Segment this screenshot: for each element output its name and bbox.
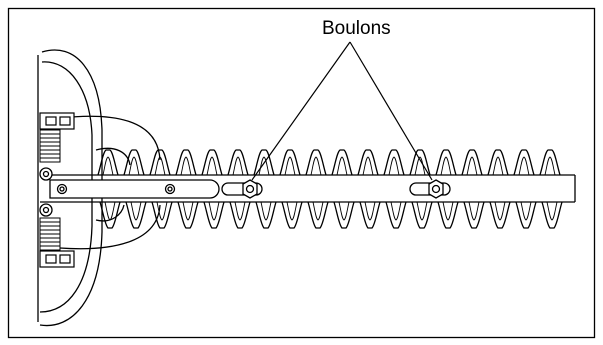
upper-tooth-inner [362, 156, 374, 176]
lower-tooth-inner [494, 201, 506, 221]
lower-blade-teeth [99, 201, 563, 229]
guide-rail [39, 167, 220, 217]
upper-tooth [149, 149, 171, 176]
lower-tooth [385, 201, 407, 229]
lower-tooth-inner [234, 201, 246, 221]
upper-tooth [201, 149, 223, 176]
upper-tooth [331, 149, 353, 176]
lower-tooth [229, 201, 251, 229]
lower-tooth [255, 201, 277, 229]
upper-tooth [435, 149, 457, 176]
lower-tooth-inner [338, 201, 350, 221]
lower-tooth [333, 201, 355, 229]
lower-tooth [125, 201, 147, 229]
upper-tooth-inner [102, 156, 114, 176]
lower-tooth [463, 201, 485, 229]
upper-tooth [539, 149, 561, 176]
lower-tooth-inner [312, 201, 324, 221]
upper-tooth-inner [180, 156, 192, 176]
upper-tooth-inner [466, 156, 478, 176]
lower-tooth-inner [260, 201, 272, 221]
upper-tooth [175, 149, 197, 176]
upper-blade-teeth [97, 149, 561, 176]
lower-tooth [177, 201, 199, 229]
lower-tooth-inner [364, 201, 376, 221]
callout-lines [251, 41, 433, 181]
upper-tooth-inner [206, 156, 218, 176]
upper-tooth-inner [232, 156, 244, 176]
upper-tooth [487, 149, 509, 176]
upper-tooth [409, 149, 431, 176]
upper-tooth [461, 149, 483, 176]
upper-tooth-inner [310, 156, 322, 176]
upper-tooth-inner [414, 156, 426, 176]
upper-tooth-inner [336, 156, 348, 176]
lower-tooth-inner [416, 201, 428, 221]
upper-tooth [253, 149, 275, 176]
upper-tooth-inner [154, 156, 166, 176]
lower-tooth-inner [468, 201, 480, 221]
figure-frame [7, 7, 596, 339]
upper-tooth [279, 149, 301, 176]
lower-tooth [359, 201, 381, 229]
upper-tooth-inner [128, 156, 140, 176]
lower-tooth-inner [442, 201, 454, 221]
lower-tooth [489, 201, 511, 229]
lower-tooth [99, 201, 121, 229]
upper-tooth-inner [544, 156, 556, 176]
lower-tooth [203, 201, 225, 229]
upper-tooth-inner [284, 156, 296, 176]
upper-tooth-inner [518, 156, 530, 176]
lower-tooth-inner [286, 201, 298, 221]
callout-label: Boulons [322, 18, 391, 39]
upper-tooth [97, 149, 119, 176]
lower-tooth [411, 201, 433, 229]
lower-tooth-inner [104, 201, 116, 221]
upper-tooth [123, 149, 145, 176]
clamp-top [39, 112, 75, 130]
spring-top [39, 129, 61, 163]
lower-tooth [515, 201, 537, 229]
lower-tooth-inner [546, 201, 558, 221]
lower-tooth-inner [520, 201, 532, 221]
upper-tooth-inner [388, 156, 400, 176]
spring-bottom [39, 217, 61, 251]
upper-tooth [513, 149, 535, 176]
upper-tooth [227, 149, 249, 176]
upper-tooth [357, 149, 379, 176]
lower-tooth [307, 201, 329, 229]
lower-tooth [541, 201, 563, 229]
lower-tooth-inner [156, 201, 168, 221]
lower-tooth-inner [208, 201, 220, 221]
lower-tooth [437, 201, 459, 229]
lower-tooth [281, 201, 303, 229]
clamp-bottom [39, 250, 75, 268]
upper-tooth [305, 149, 327, 176]
bolt-right [409, 179, 451, 199]
bolt-left [221, 179, 263, 199]
upper-tooth-inner [440, 156, 452, 176]
lower-tooth-inner [390, 201, 402, 221]
upper-tooth-inner [492, 156, 504, 176]
lower-tooth-inner [182, 201, 194, 221]
lower-tooth-inner [130, 201, 142, 221]
lower-tooth [151, 201, 173, 229]
upper-tooth [383, 149, 405, 176]
upper-tooth-inner [258, 156, 270, 176]
